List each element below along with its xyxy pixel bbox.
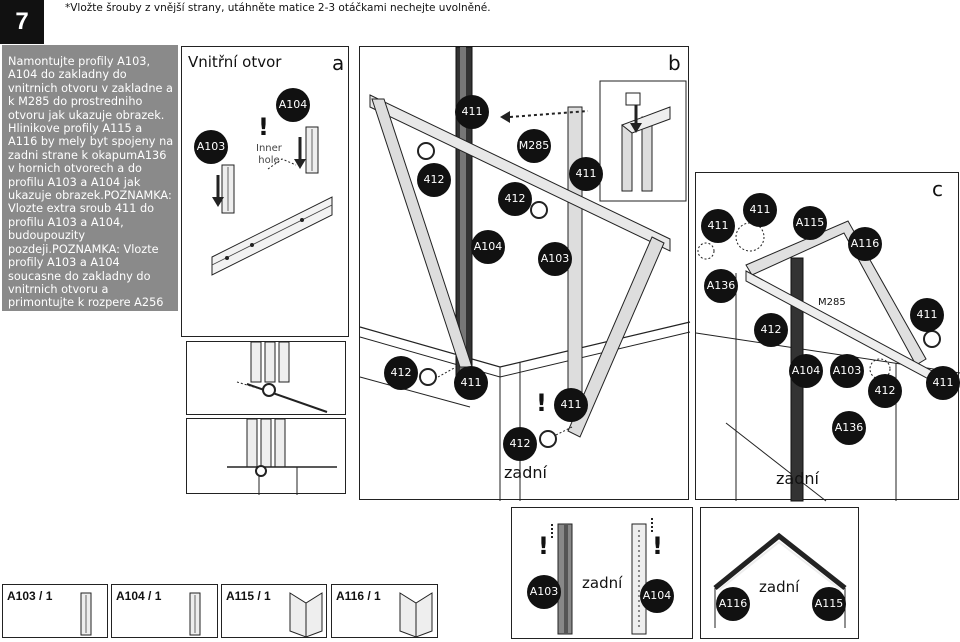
badge-a116: A116 (850, 237, 880, 250)
part-box-a116: A116 / 1 (331, 584, 438, 638)
panel-c: c 411 411 A115 A116 A136 M285 412 411 A1… (695, 172, 960, 502)
main-panel-ab: a b 411 M285 412 411 412 A104 A103 412 4… (332, 46, 691, 501)
badge-a136: A136 (706, 279, 736, 292)
badge-a104: A104 (473, 240, 503, 253)
rear-label: zadní (582, 574, 623, 592)
warning-icon: ! (536, 389, 547, 417)
badge-m285: M285 (518, 139, 550, 152)
warning-icon: ! (538, 532, 549, 560)
badge-a115: A115 (814, 597, 844, 610)
badge-a103: A103 (832, 364, 862, 377)
rear-label: zadní (504, 463, 547, 482)
badge-a136: A136 (834, 421, 864, 434)
step-note: *Vložte šrouby z vnější strany, utáhněte… (65, 2, 491, 14)
panel-c-letter: c (932, 177, 943, 201)
badge-a116: A116 (718, 597, 748, 610)
badge-412: 412 (423, 173, 445, 186)
inner-hole-label-line2: hole (258, 155, 280, 166)
part-a116-icon (399, 592, 433, 638)
badge-411: 411 (916, 308, 938, 321)
badge-411: 411 (461, 105, 483, 118)
detail-lower-illustration (227, 418, 337, 495)
detail-panel-inner-hole: Vnitřní otvor Inner hole ! A103 A104 (181, 46, 349, 337)
badge-412: 412 (760, 323, 782, 336)
badge-a103: A103 (196, 140, 226, 153)
warning-icon: ! (258, 113, 269, 141)
label-m285: M285 (818, 297, 846, 308)
badge-412: 412 (509, 437, 531, 450)
badge-a103: A103 (540, 252, 570, 265)
part-box-a115: A115 / 1 (221, 584, 327, 638)
badge-a103: A103 (529, 585, 559, 598)
part-a104-icon (189, 592, 201, 636)
part-label: A104 / 1 (116, 589, 162, 603)
inner-hole-label: Inner hole (256, 143, 282, 167)
part-a115-icon (289, 592, 323, 638)
badge-411: 411 (560, 398, 582, 411)
badge-a115: A115 (795, 216, 825, 229)
panel-a-letter: a (332, 51, 345, 75)
instructions-text: Namontujte profily A103, A104 do zakladn… (2, 45, 178, 323)
warning-icon: ! (652, 532, 663, 560)
badge-a104: A104 (278, 98, 308, 111)
part-label: A116 / 1 (336, 589, 381, 603)
badge-411: 411 (749, 203, 771, 216)
bottom-roof-illustration (713, 532, 847, 628)
rear-label: zadní (776, 469, 819, 488)
part-a103-icon (80, 592, 92, 636)
bottom-panel-profiles: ! ! A103 A104 zadní (511, 507, 693, 639)
part-label: A103 / 1 (7, 589, 53, 603)
bottom-panel-roof: A116 A115 zadní (700, 507, 859, 639)
panel-c-illustration (695, 193, 960, 502)
detail-upper-illustration (236, 341, 328, 413)
detail-illustration (211, 126, 333, 276)
inner-hole-label-line1: Inner (256, 143, 282, 154)
badge-411: 411 (707, 219, 729, 232)
detail-box-lower (186, 418, 346, 495)
detail-title: Vnitřní otvor (188, 53, 282, 71)
badge-411: 411 (460, 376, 482, 389)
badge-412: 412 (504, 192, 526, 205)
rear-label: zadní (759, 578, 800, 596)
badge-a104: A104 (791, 364, 821, 377)
step-number: 7 (0, 0, 44, 44)
badge-412: 412 (390, 366, 412, 379)
part-label: A115 / 1 (226, 589, 271, 603)
part-box-a103: A103 / 1 (2, 584, 108, 638)
main-ab-illustration (359, 46, 691, 501)
panel-b-letter: b (668, 51, 681, 75)
badge-412: 412 (874, 384, 896, 397)
bottom-profiles-illustration (527, 518, 674, 635)
part-box-a104: A104 / 1 (111, 584, 218, 638)
badge-411: 411 (932, 376, 954, 389)
badge-a104: A104 (642, 589, 672, 602)
detail-box-upper (186, 341, 346, 415)
badge-411: 411 (575, 167, 597, 180)
